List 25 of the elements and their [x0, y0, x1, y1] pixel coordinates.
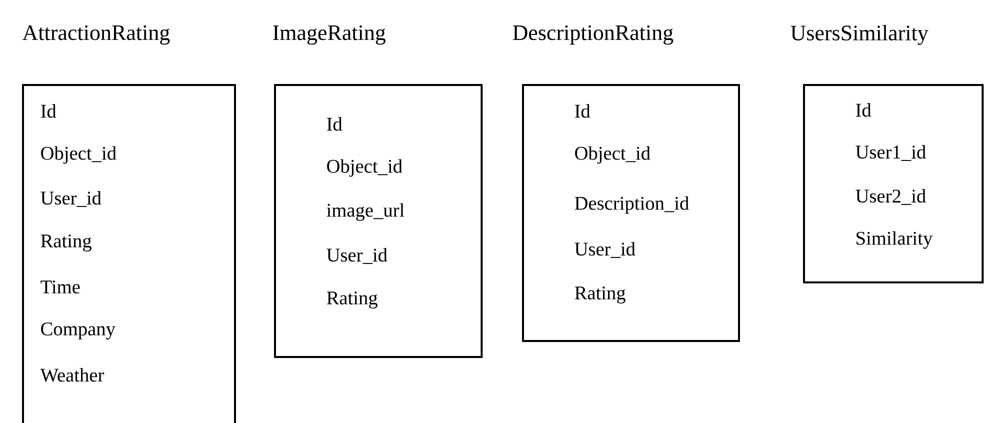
field-name: Rating	[40, 234, 92, 252]
field-name: Similarity	[856, 231, 933, 249]
field-name: User_id	[326, 248, 388, 264]
field-name: Id	[40, 104, 56, 118]
field-name: Weather	[40, 368, 104, 382]
field-name: User1_id	[856, 145, 926, 161]
field-name: User_id	[40, 191, 102, 207]
field-name: Id	[856, 103, 872, 117]
field-name: Object_id	[41, 146, 116, 164]
field-name: Rating	[326, 292, 378, 308]
field-name: Time	[40, 280, 80, 294]
field-name: Id	[574, 104, 590, 118]
field-name: User2_id	[856, 189, 926, 205]
table-title: ImageRating	[273, 25, 386, 45]
field-name: Object_id	[327, 159, 402, 177]
field-name: User_id	[574, 242, 636, 258]
table-title: UsersSimilarity	[790, 24, 928, 45]
field-name: Company	[41, 322, 116, 340]
table-title: DescriptionRating	[512, 25, 674, 45]
field-name: Id	[326, 117, 342, 131]
field-name: image_url	[326, 203, 404, 221]
field-name: Description_id	[574, 196, 689, 214]
field-name: Object_id	[575, 146, 650, 164]
field-name: Rating	[574, 286, 626, 304]
table-title: AttractionRating	[22, 25, 170, 45]
